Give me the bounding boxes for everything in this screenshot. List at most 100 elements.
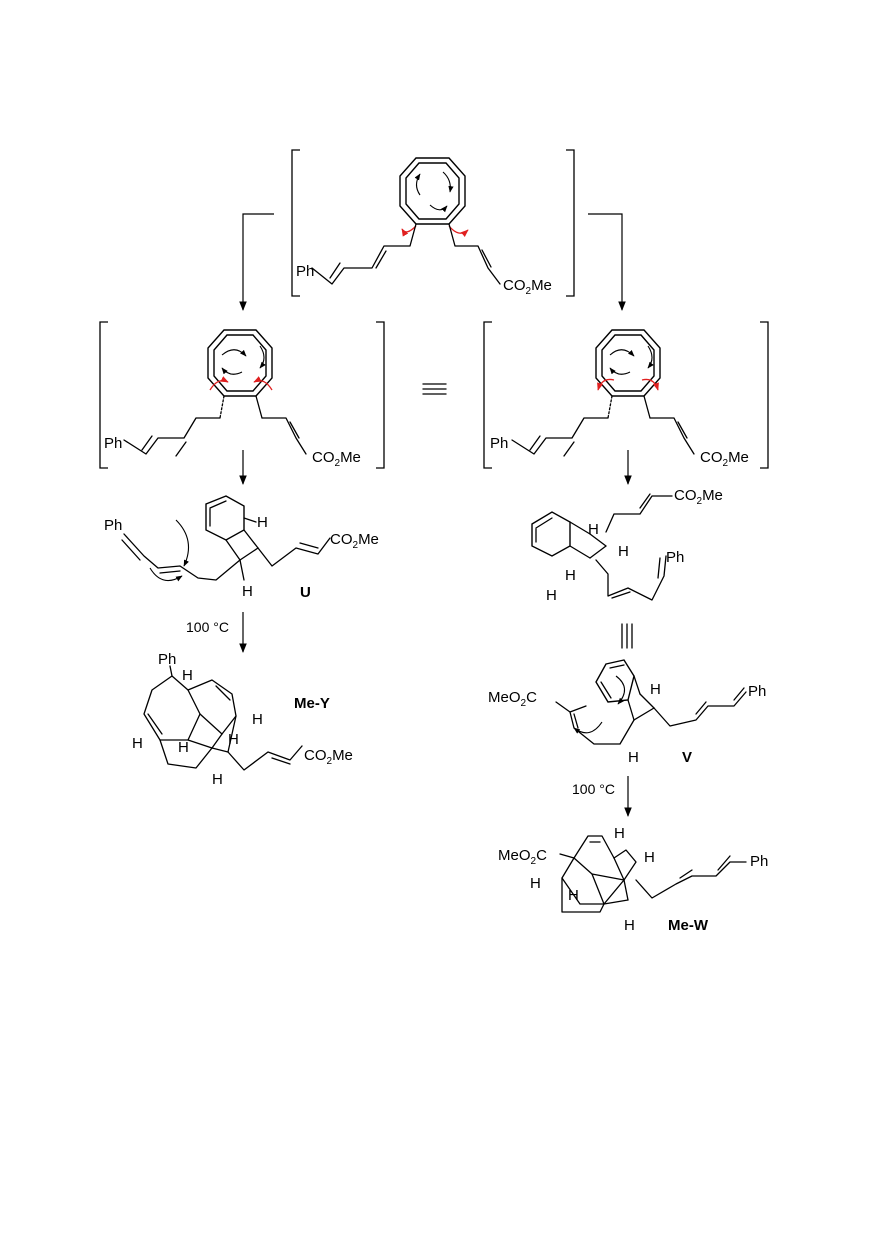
v-ph: Ph [748, 683, 766, 700]
v-right-db2 [733, 687, 745, 701]
me-w-right-db1 [679, 869, 693, 879]
left-chain [311, 223, 417, 285]
v-right-db1 [695, 701, 707, 715]
v-pre-up-db [639, 493, 651, 509]
equivalence-sign-vertical [621, 623, 633, 649]
u-cyclobutane-3 [239, 547, 259, 561]
me-y-h-top: H [182, 667, 193, 684]
right-chain-db [481, 249, 492, 268]
label-compound-u: U [300, 584, 311, 601]
right-int-hash [607, 395, 613, 419]
v-right-chain [653, 691, 747, 727]
right-int-db1 [563, 441, 575, 457]
u-left-db1 [159, 570, 181, 574]
me-y-bridge-1 [187, 739, 213, 749]
compound-u: H H Ph CO2Me U [104, 495, 379, 601]
right-int-arrow-2 [647, 345, 654, 369]
me-y-bridge-3 [227, 715, 237, 753]
v-cb-4 [633, 707, 655, 721]
v-db1 [609, 664, 625, 669]
starting-material: Ph CO2Me [291, 149, 575, 297]
label-ph-left-int: Ph [104, 435, 122, 452]
me-y-chain-db [271, 757, 291, 765]
label-co2me-left-int: CO2Me [312, 449, 361, 469]
me-w-h3: H [530, 875, 541, 892]
v-meo2c: MeO2C [488, 689, 537, 709]
me-y-h-mid2: H [228, 731, 239, 748]
me-w-h2: H [644, 849, 655, 866]
left-bracket-top [291, 149, 300, 297]
me-y-ph-wedge [169, 665, 173, 677]
left-bracket-mid-l [99, 321, 108, 469]
v-ester-bond [555, 701, 571, 713]
right-int-red-1 [597, 378, 615, 391]
compound-v-precursor: H H H H CO2Me Ph [531, 487, 723, 604]
me-y-chain [227, 745, 303, 771]
u-arrow-b [149, 567, 183, 582]
v-pre-down-db1 [611, 591, 631, 599]
v-pre-cb-2 [569, 545, 591, 559]
arrow-top-right [588, 213, 626, 311]
me-y-bridge-2 [211, 747, 229, 753]
u-ph-label: Ph [104, 517, 122, 534]
coT-right-inner [601, 334, 655, 392]
right-int-chain-l [511, 417, 609, 455]
u-h-top: H [257, 514, 268, 531]
v-cb-3 [639, 693, 655, 709]
label-ph-right-int: Ph [490, 435, 508, 452]
me-y-ring-b [187, 679, 237, 735]
v-pre-h4: H [546, 587, 557, 604]
v-cb-1 [633, 675, 641, 695]
u-right-chain [257, 537, 331, 567]
label-compound-me-w: Me-W [668, 917, 709, 934]
left-int-arrow-3 [221, 367, 243, 375]
v-pre-cb-4 [589, 545, 607, 559]
v-pre-h1: H [588, 521, 599, 538]
me-w-bridge-top [573, 835, 615, 859]
me-w-right-db2 [717, 855, 731, 871]
v-pre-ph: Ph [666, 549, 684, 566]
u-cyclohexadiene [205, 495, 245, 541]
ring-curly-arrow-3 [429, 204, 448, 213]
me-y-h-right: H [252, 711, 263, 728]
compound-me-y: Ph H H H H H H CO2Me Me-Y [132, 651, 353, 788]
cyclooctatetraene-ring [399, 157, 466, 225]
left-int-chain-r [261, 417, 307, 455]
u-h-top-wedge [243, 517, 257, 523]
label-compound-v: V [682, 749, 692, 766]
left-intermediate: Ph CO2Me [99, 321, 385, 469]
me-w-cage-1 [561, 857, 625, 905]
me-w-h5: H [624, 917, 635, 934]
right-int-db3 [677, 421, 688, 439]
conditions-left: 100 °C [186, 619, 229, 635]
v-ring-left-db [573, 713, 579, 729]
me-y-ring-c [159, 733, 223, 769]
v-cb-2 [627, 699, 635, 721]
right-int-arrow-1 [609, 349, 635, 357]
me-w-cage-6 [623, 879, 629, 901]
u-arrow-a [175, 519, 190, 567]
u-co2me-label: CO2Me [330, 531, 379, 551]
cyclooctatetraene-inner [405, 162, 460, 220]
me-y-co2me: CO2Me [304, 747, 353, 767]
coT-left-inner [213, 334, 267, 392]
left-bracket-mid-r [376, 321, 385, 469]
right-int-chain-r [649, 417, 695, 455]
equivalence-sign-mid [422, 383, 447, 395]
right-intermediate: Ph CO2Me [483, 321, 769, 469]
right-bracket-mid-r [760, 321, 769, 469]
v-pre-h3: H [565, 567, 576, 584]
label-compound-me-y: Me-Y [294, 695, 330, 712]
me-y-h-bot: H [212, 771, 223, 788]
me-y-h-mid: H [178, 739, 189, 756]
v-pre-cb-1 [569, 521, 591, 535]
right-int-wedge [643, 395, 651, 419]
left-int-db2 [141, 435, 153, 451]
u-left-chain [123, 533, 241, 581]
left-int-arrow-1 [221, 349, 247, 357]
compound-v: H H MeO2C Ph V [488, 659, 766, 766]
me-w-ph: Ph [750, 853, 768, 870]
u-right-db [299, 542, 319, 549]
